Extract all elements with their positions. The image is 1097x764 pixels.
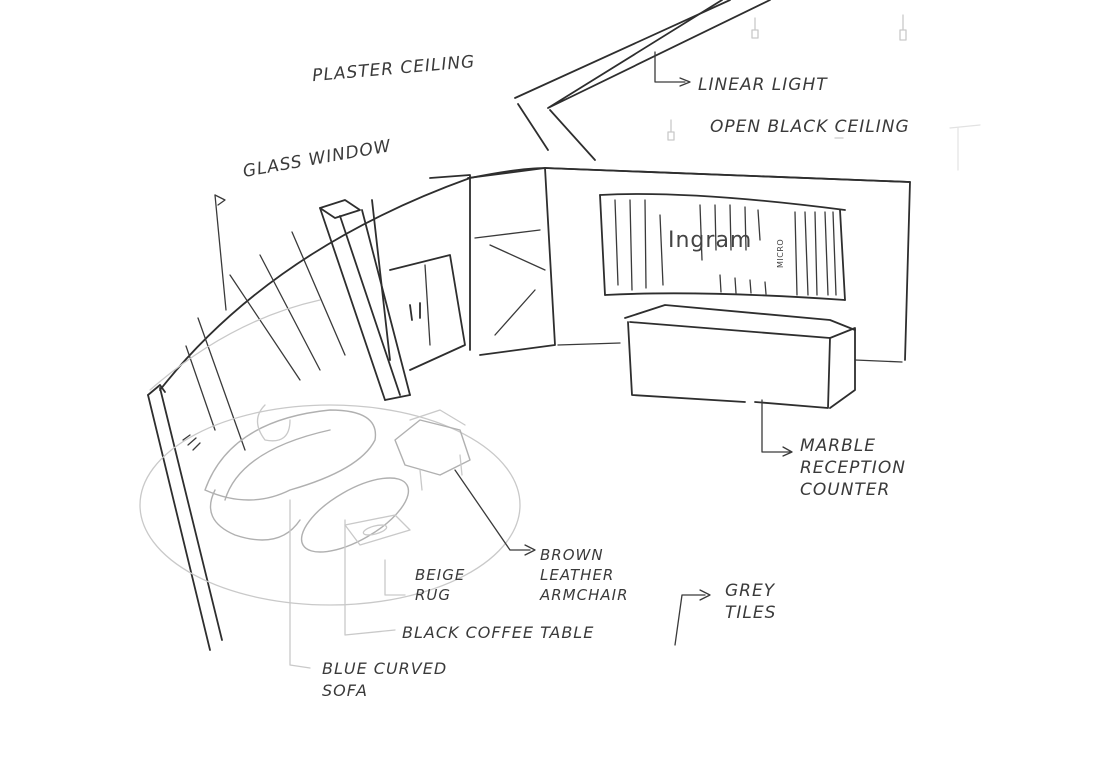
company-logo-sub: MICRO [776,238,785,268]
label-brown-leather-armchair: BROWN LEATHER ARMCHAIR [540,545,629,605]
label-line: ARMCHAIR [540,586,629,604]
label-line: LEATHER [540,566,615,584]
pendant-lights [667,14,981,171]
annotation-leaders [214,194,711,669]
glass-window-wall [147,167,911,651]
label-grey-tiles: GREY TILES [725,580,776,624]
reception-back-wall [544,167,911,363]
lounge-furniture [139,404,521,606]
label-line: MARBLE [800,436,876,456]
label-line: TILES [725,603,777,623]
label-line: BROWN [540,546,604,564]
label-open-black-ceiling: OPEN BLACK CEILING [710,117,910,137]
label-marble-reception-counter: MARBLE RECEPTION COUNTER [800,435,906,501]
label-line: BLUE CURVED [322,659,448,678]
label-line: RUG [415,586,452,604]
label-line: RECEPTION [800,458,906,478]
column-and-doors [319,167,556,401]
label-linear-light: LINEAR LIGHT [698,75,828,95]
label-line: SOFA [322,681,368,700]
reception-counter [624,304,856,457]
label-blue-curved-sofa: BLUE CURVED SOFA [322,658,447,702]
label-beige-rug: BEIGE RUG [415,565,465,605]
label-line: COUNTER [800,480,891,500]
linear-light-beams [514,0,771,161]
label-line: BEIGE [415,566,466,584]
label-line: GREY [725,581,776,601]
company-logo: Ingram [668,228,753,253]
label-black-coffee-table: BLACK COFFEE TABLE [402,623,595,642]
